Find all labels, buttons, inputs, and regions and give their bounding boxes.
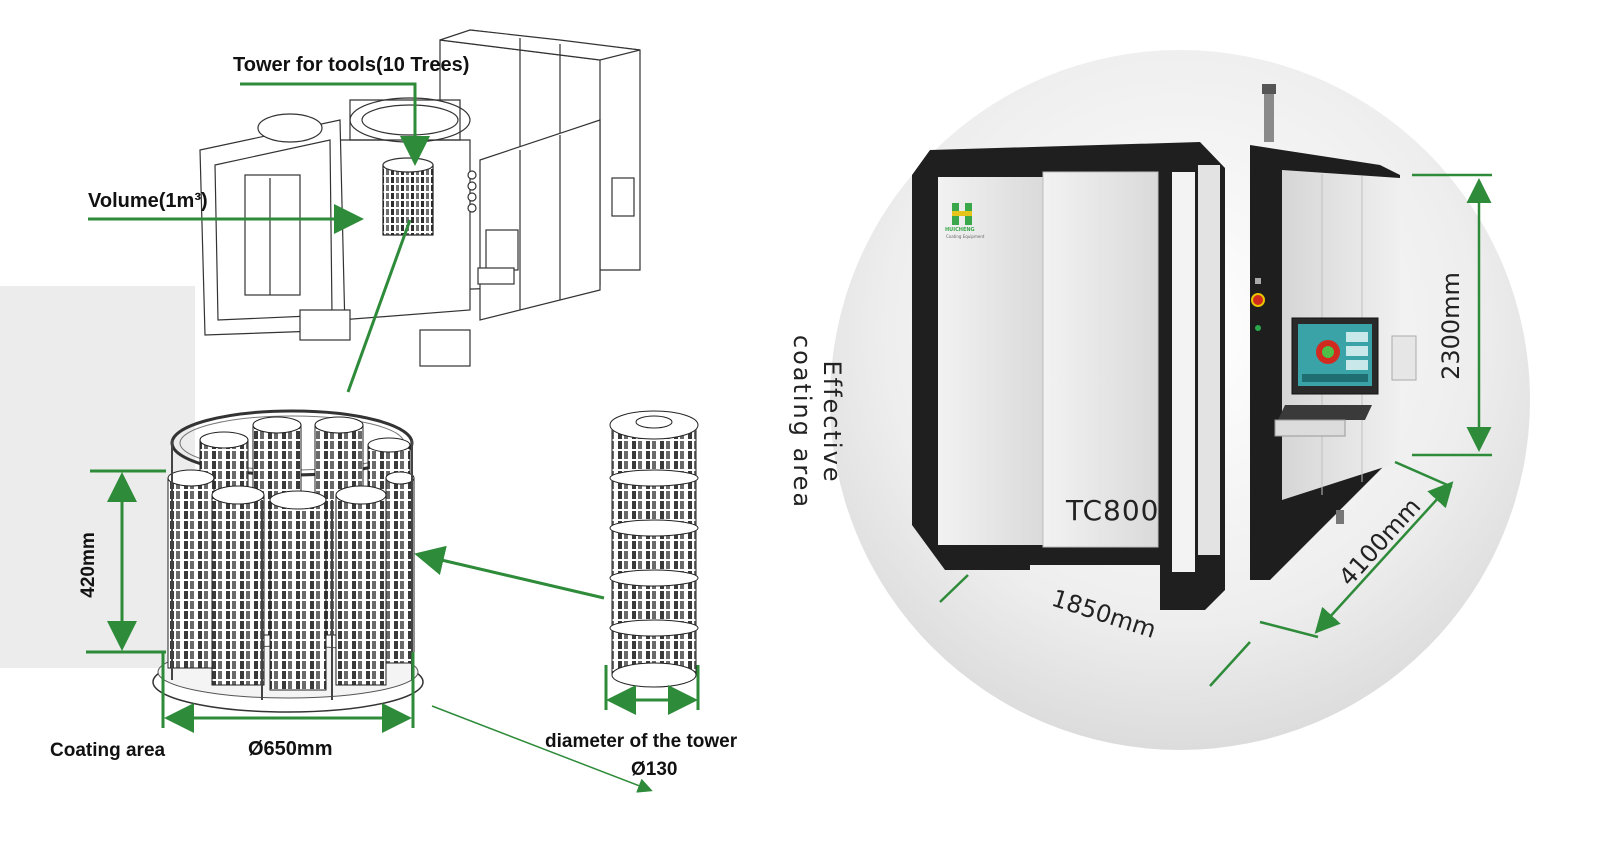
huicheng-logo xyxy=(952,203,972,225)
coating-fixture-illustration xyxy=(152,409,424,713)
effective-line-2: coating area xyxy=(788,334,817,510)
coating-area-leader xyxy=(431,705,653,793)
brand-label: HUICHENG xyxy=(945,227,975,233)
effective-coating-area-label: Effective coating area xyxy=(787,335,847,509)
coating-area-label: Coating area xyxy=(50,740,166,761)
tc800-machine xyxy=(912,84,1417,610)
height-2300-label: 2300mm xyxy=(1436,272,1465,380)
tower-diameter-value: Ø130 xyxy=(631,759,678,780)
single-tower-illustration xyxy=(609,410,699,688)
diameter-650-label: Ø650mm xyxy=(248,738,333,760)
model-name-label: TC800 xyxy=(1066,494,1160,527)
backdrop-panel xyxy=(0,286,195,668)
tower-tools-label: Tower for tools(10 Trees) xyxy=(233,54,470,76)
volume-label: Volume(1m³) xyxy=(88,190,208,212)
machine-line-drawing xyxy=(199,29,641,367)
effective-line-1: Effective xyxy=(818,360,847,484)
height-420-label: 420mm xyxy=(77,532,99,598)
brand-sub-label: Coating Equipment xyxy=(946,234,985,239)
annotation-lines-right xyxy=(939,173,1492,687)
annotation-lines-left xyxy=(86,82,700,733)
tower-diameter-label: diameter of the tower xyxy=(545,731,738,752)
